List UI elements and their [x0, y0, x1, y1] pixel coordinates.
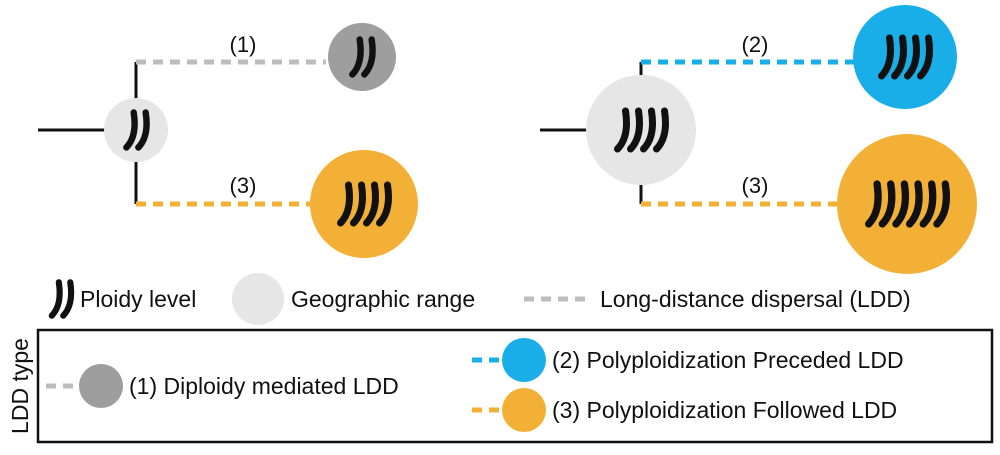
legend-range-label: Geographic range — [291, 286, 475, 312]
geographic-range-icon — [232, 273, 284, 325]
type1-circle-icon — [79, 364, 123, 408]
chromosome-icon — [48, 279, 75, 319]
left-upper-ldd-label: (1) — [230, 32, 257, 57]
chromosome-icon — [135, 109, 150, 151]
right-lower-ploidy-icon — [865, 180, 951, 228]
ldd-type-box — [36, 328, 994, 444]
type2-circle-icon — [502, 338, 546, 382]
chromosome-icon — [627, 107, 643, 153]
chromosome-icon — [361, 36, 376, 78]
type3-label: (3) Polyploidization Followed LDD — [552, 397, 897, 423]
chromosome-icon — [891, 34, 907, 80]
right-upper-ldd-label: (2) — [742, 32, 769, 57]
chromosome-icon — [919, 180, 937, 228]
chromosome-icon — [614, 107, 630, 153]
chromosome-icon — [350, 181, 366, 227]
chromosome-icon — [363, 181, 379, 227]
chromosome-icon — [865, 180, 882, 228]
left-lower-ploidy-icon — [337, 181, 392, 227]
chromosome-icon — [878, 34, 894, 80]
ldd-type-panel: LDD type (1) Diploidy mediated LDD (2) P… — [7, 328, 994, 444]
left-ancestor-ploidy-icon — [123, 109, 150, 151]
right-lower-ldd-label: (3) — [742, 173, 769, 198]
right-ancestor-ploidy-icon — [614, 107, 669, 153]
chromosome-icon — [337, 181, 353, 227]
chromosome-icon — [904, 34, 920, 80]
ldd-type-title: LDD type — [7, 338, 33, 434]
chromosome-icon — [60, 279, 75, 319]
left-upper-ploidy-icon — [349, 36, 376, 78]
chromosome-icon — [917, 34, 933, 80]
chromosome-icon — [892, 180, 910, 228]
chromosome-icon — [905, 180, 923, 228]
chromosome-icon — [933, 180, 951, 228]
chromosome-icon — [640, 107, 656, 153]
right-tree: (2) (3) — [540, 5, 977, 274]
right-upper-ploidy-icon — [878, 34, 933, 80]
chromosome-icon — [48, 279, 63, 319]
type2-label: (2) Polyploidization Preceded LDD — [552, 347, 904, 373]
chromosome-icon — [878, 180, 896, 228]
chromosome-icon — [653, 107, 669, 153]
legend-ldd-label: Long-distance dispersal (LDD) — [600, 286, 911, 312]
type3-circle-icon — [502, 388, 546, 432]
left-lower-ldd-label: (3) — [230, 173, 257, 198]
type1-label: (1) Diploidy mediated LDD — [129, 373, 399, 399]
legend: Ploidy level Geographic range Long-dista… — [48, 273, 911, 325]
chromosome-icon — [123, 109, 138, 151]
left-tree: (1) (3) — [38, 23, 418, 258]
legend-ploidy-label: Ploidy level — [80, 286, 196, 312]
chromosome-icon — [376, 181, 392, 227]
chromosome-icon — [349, 36, 364, 78]
